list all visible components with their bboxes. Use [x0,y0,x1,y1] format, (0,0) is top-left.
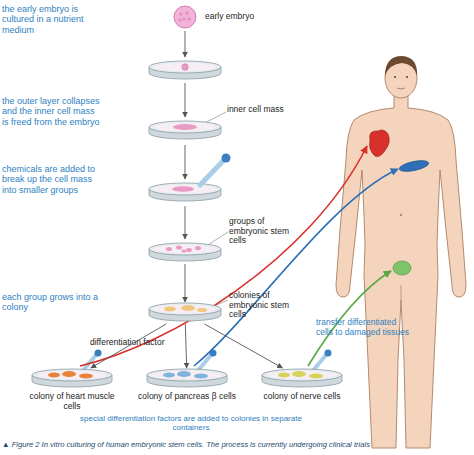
flow-arrow [185,83,186,117]
node-label: colony of nerve cells [252,392,352,402]
connector-arrow [91,324,166,368]
cell-colony [166,247,172,251]
nutrient-medium [154,123,216,132]
body-line [401,285,402,300]
dish-rim [32,369,112,381]
colony-dish: colony of nerve cells [260,368,344,390]
cell-colony [181,305,195,311]
nutrient-medium [267,371,337,380]
dish-rim [149,243,221,255]
embryo [182,64,188,70]
node-label: inner cell mass [227,105,307,115]
node-outline [147,302,223,324]
dish-rim [149,303,221,315]
dish-rim [149,121,221,133]
nutrient-medium [154,63,216,72]
pipette-bulb [222,154,231,163]
reagent-label: differentiation factor [90,338,190,348]
node-outline [147,242,223,264]
nerve-tissue [393,261,411,275]
dish-rim [149,61,221,73]
petri-dish: colonies of embryonic stem cells [147,302,223,324]
node-outline [260,368,344,390]
node-outline [173,5,197,29]
cell-colony [164,307,176,312]
human-eye [406,76,408,78]
heart-organ [370,130,390,157]
petri-dish [149,183,221,201]
node-label: groups of embryonic stem cells [229,217,301,246]
embryo-cell [179,12,182,15]
pipette-tube [200,160,224,185]
cell-colony [186,248,192,252]
navel [400,214,402,216]
flow-arrow [185,145,186,179]
flow-arrow [185,31,186,57]
colony-dish: colony of heart muscle cells [30,368,114,390]
dish-rim [262,369,342,381]
embryo-circle: early embryo [173,5,197,29]
annotation-text: the early embryo is cultured in a nutrie… [2,4,102,35]
embryo-cell [185,11,188,14]
cell-colony [173,124,197,130]
flow-arrow [185,206,186,239]
human-mouth [397,88,405,89]
cell-colony [195,246,201,250]
pancreas-organ [398,158,429,173]
annotation-text: transfer differentiated cells to damaged… [316,318,410,338]
annotation-text: chemicals are added to break up the cell… [2,164,102,195]
nutrient-medium [37,371,107,380]
cell-colony [278,373,290,378]
figure-caption: ▲ Figure 2 In vitro culturing of human e… [2,441,474,449]
embryo-cell [187,17,190,20]
cell-colony [197,308,207,312]
node-outline [147,120,223,142]
embryo-cell [178,18,181,21]
human-hair [385,56,417,76]
annotation-text: special differentiation factors are adde… [76,414,306,432]
dish-rim [149,183,221,195]
colony-dish: colony of pancreas β cells [145,368,229,390]
node-label: colony of pancreas β cells [137,392,237,402]
embryo-cell [182,17,185,20]
nutrient-medium [154,245,216,254]
node-outline [30,368,114,390]
petri-dish: inner cell mass [147,120,223,142]
petri-dish [149,61,221,79]
human-body [336,95,466,448]
cell-mass [172,186,194,192]
node-label: early embryo [205,12,285,22]
cell-colony [194,374,208,379]
cell-colony [292,371,306,377]
cell-colony [62,371,76,377]
nutrient-medium [154,305,216,314]
cell-colony [176,246,182,250]
cell-colony [182,249,187,252]
node-label: colonies of embryonic stem cells [229,291,301,320]
nutrient-medium [154,185,216,194]
cell-colony [309,374,323,379]
connector-arrow [205,324,283,368]
annotation-text: each group grows into a colony [2,292,102,313]
connector-arrow [185,324,186,368]
nutrient-medium [152,371,222,380]
cell-colony [163,373,175,378]
cell-colony [48,373,60,378]
annotation-text: the outer layer collapses and the inner … [2,96,102,127]
node-label: colony of heart muscle cells [22,392,122,411]
pipette-bulb [325,350,332,357]
embryo-outline [174,6,196,28]
petri-dish: groups of embryonic stem cells [147,242,223,264]
dish-rim [147,369,227,381]
node-outline [145,368,229,390]
cell-colony [177,371,191,377]
human-eye [394,76,396,78]
pipette-bulb [95,350,102,357]
cell-colony [79,374,93,379]
connector-arrow [185,264,186,302]
